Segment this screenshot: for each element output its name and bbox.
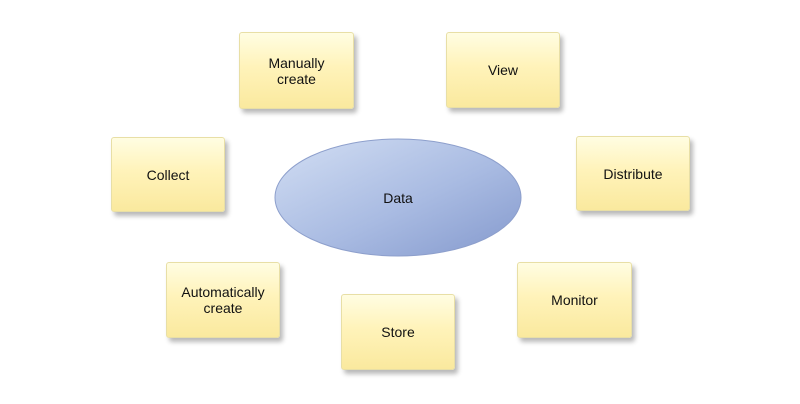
store-box: Store [341,294,455,370]
view-box: View [446,32,560,108]
collect-box: Collect [111,137,225,212]
automatically-create-box: Automatically create [166,262,280,338]
data-ellipse [274,138,522,257]
distribute-box: Distribute [576,136,690,211]
manually-create-box: Manually create [239,32,354,109]
monitor-box: Monitor [517,262,632,338]
